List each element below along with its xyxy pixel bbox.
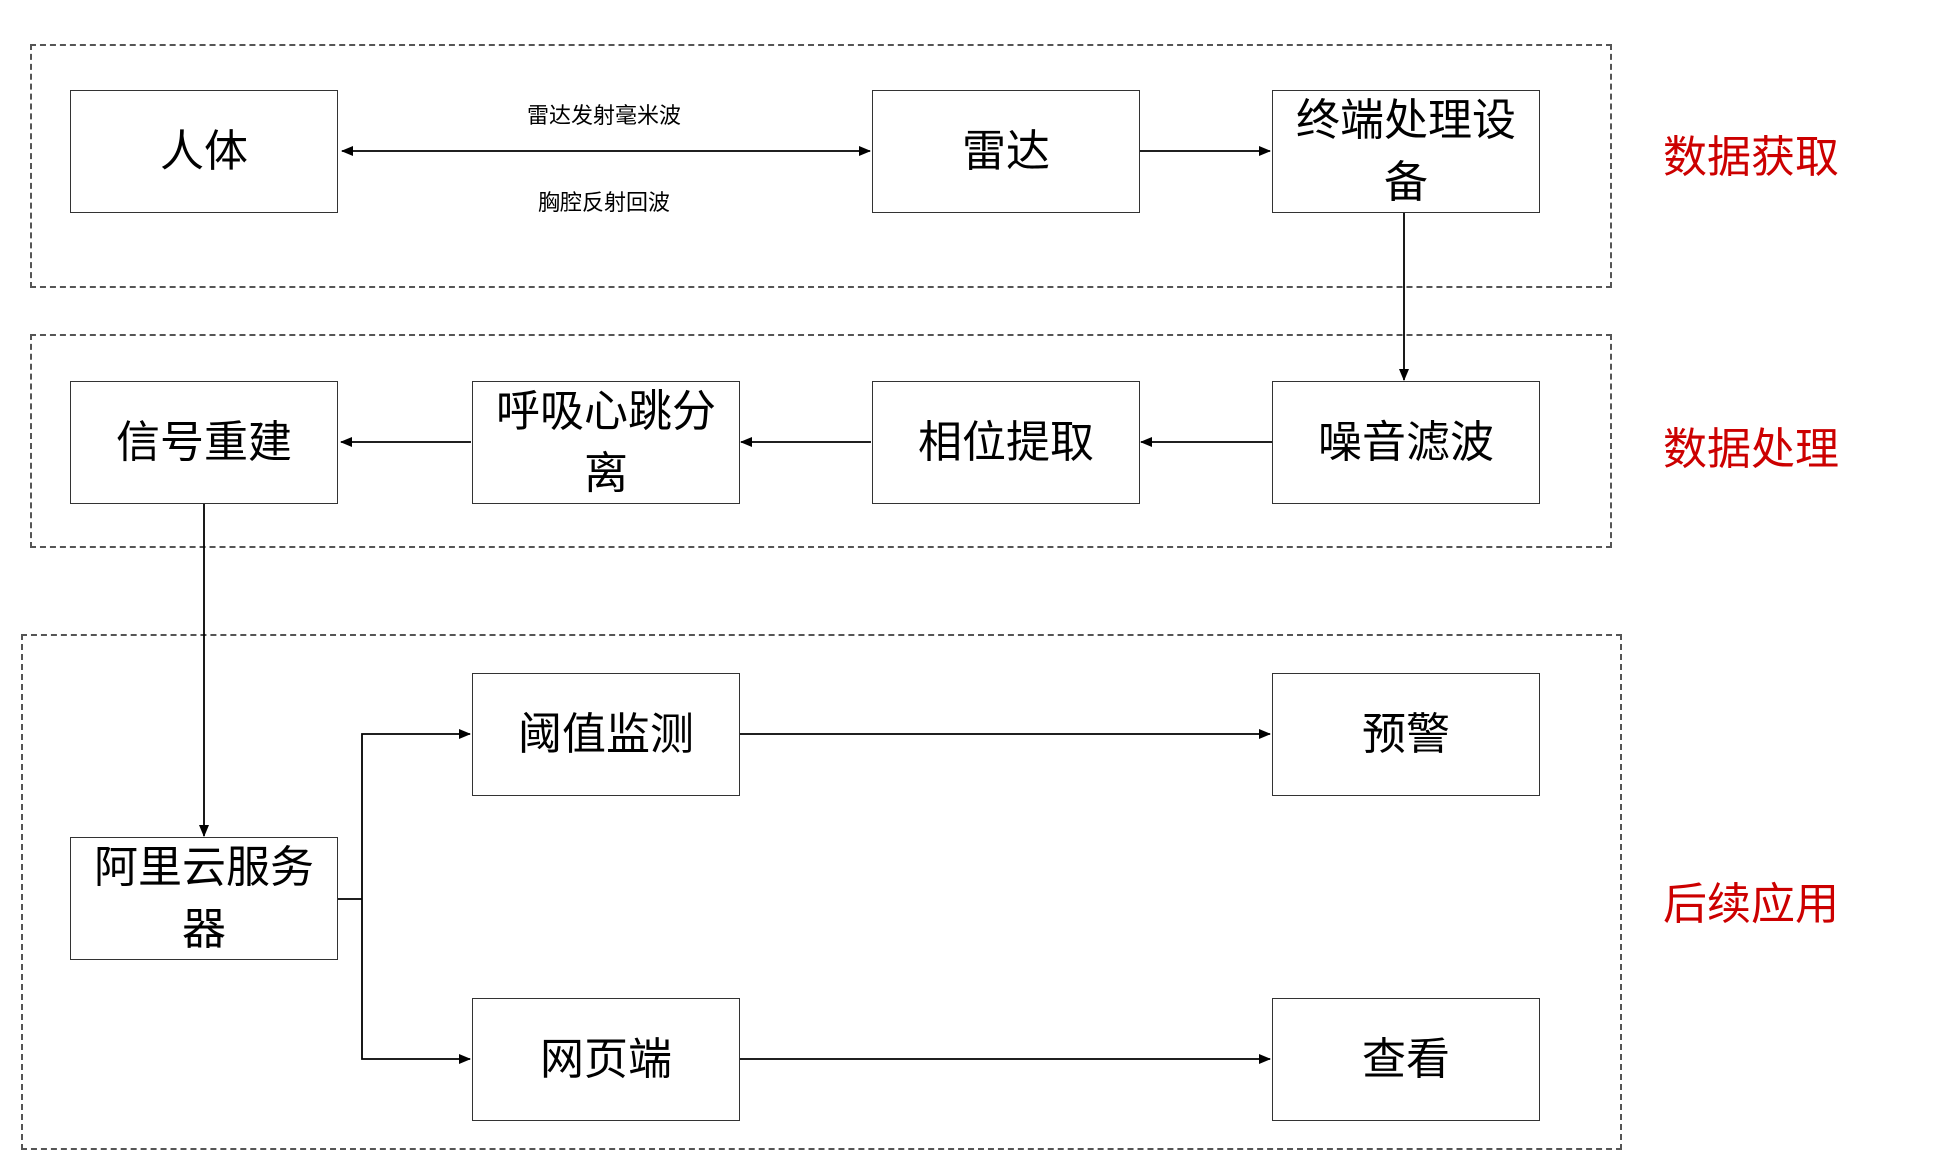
node-web: 网页端 bbox=[472, 998, 740, 1121]
node-noise-filter: 噪音滤波 bbox=[1272, 381, 1540, 504]
node-terminal: 终端处理设备 bbox=[1272, 90, 1540, 213]
node-human: 人体 bbox=[70, 90, 338, 213]
group-processing bbox=[30, 334, 1612, 548]
stage-label-processing: 数据处理 bbox=[1663, 424, 1839, 475]
stage-label-application: 后续应用 bbox=[1663, 879, 1839, 930]
stage-label-acquisition: 数据获取 bbox=[1663, 132, 1839, 183]
group-acquisition bbox=[30, 44, 1612, 288]
node-phase-extract: 相位提取 bbox=[872, 381, 1140, 504]
node-alert: 预警 bbox=[1272, 673, 1540, 796]
edge-aliyun-web bbox=[361, 899, 471, 1064]
node-reconstruct: 信号重建 bbox=[70, 381, 338, 504]
edge-label-reflect: 胸腔反射回波 bbox=[537, 191, 671, 216]
edge-aliyun-threshold bbox=[361, 729, 471, 899]
group-application bbox=[21, 634, 1622, 1150]
node-radar: 雷达 bbox=[872, 90, 1140, 213]
node-separation: 呼吸心跳分离 bbox=[472, 381, 740, 504]
edge-label-transmit: 雷达发射毫米波 bbox=[526, 104, 682, 129]
node-view: 查看 bbox=[1272, 998, 1540, 1121]
node-threshold: 阈值监测 bbox=[472, 673, 740, 796]
node-aliyun: 阿里云服务器 bbox=[70, 837, 338, 960]
